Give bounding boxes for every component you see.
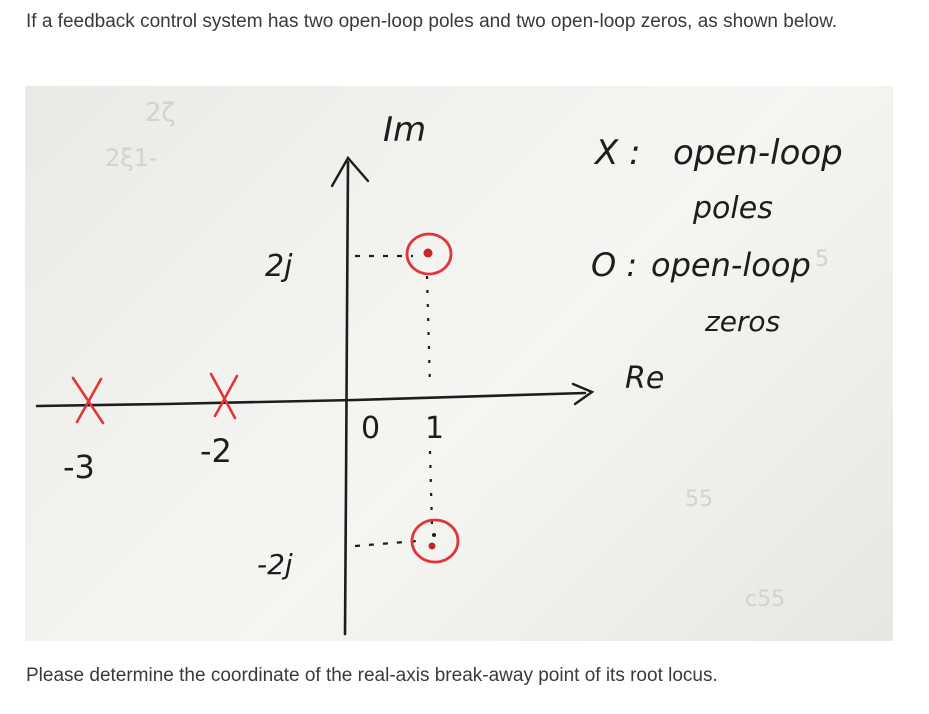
tick-label-minus3: -3: [63, 448, 95, 486]
tick-label-zero: 0: [361, 411, 380, 446]
real-axis-line: [35, 391, 587, 408]
imag-axis-arrowhead: [330, 155, 370, 188]
pole-marker-minus3: [71, 376, 105, 425]
tick-label-minus2: -2: [200, 432, 232, 470]
pole-zero-sketch: 2ζ 2ξ1- 5 55 c55: [35, 98, 843, 636]
zero-marker-upper: [405, 232, 453, 276]
ghost-mark-3: 5: [815, 247, 829, 272]
zero-marker-lower: [410, 518, 460, 564]
real-axis-arrowhead: [571, 382, 595, 406]
legend-poles-line1: open-loop: [673, 133, 843, 173]
real-axis-label: Re: [625, 361, 664, 396]
legend-zeros-line1: open-loop: [651, 246, 811, 284]
ghost-mark-1: 2ζ: [145, 98, 176, 128]
tick-label-one: 1: [425, 411, 444, 446]
imag-axis-label: Im: [383, 110, 426, 150]
legend-poles-line2: poles: [692, 191, 773, 226]
legend-zeros-symbol: O :: [591, 246, 637, 284]
tick-label-plus2j: 2j: [265, 249, 293, 284]
vertical-guide-lower: [428, 450, 434, 527]
legend-zeros-line2: zeros: [704, 305, 780, 338]
legend-poles-symbol: X :: [593, 133, 641, 173]
ghost-mark-5: c55: [745, 587, 785, 612]
ghost-mark-2: 2ξ1-: [105, 144, 158, 172]
root-locus-photo: 2ζ 2ξ1- 5 55 c55: [25, 86, 893, 641]
lower-guide-line: [354, 539, 418, 548]
tick-label-minus2j: -2j: [257, 548, 293, 581]
pole-marker-minus2: [209, 372, 239, 420]
vertical-guide-upper: [425, 275, 432, 387]
ghost-mark-4: 55: [685, 487, 713, 512]
question-intro: If a feedback control system has two ope…: [26, 11, 838, 32]
imag-axis-line: [343, 160, 350, 636]
question-prompt: Please determine the coordinate of the r…: [26, 665, 718, 686]
